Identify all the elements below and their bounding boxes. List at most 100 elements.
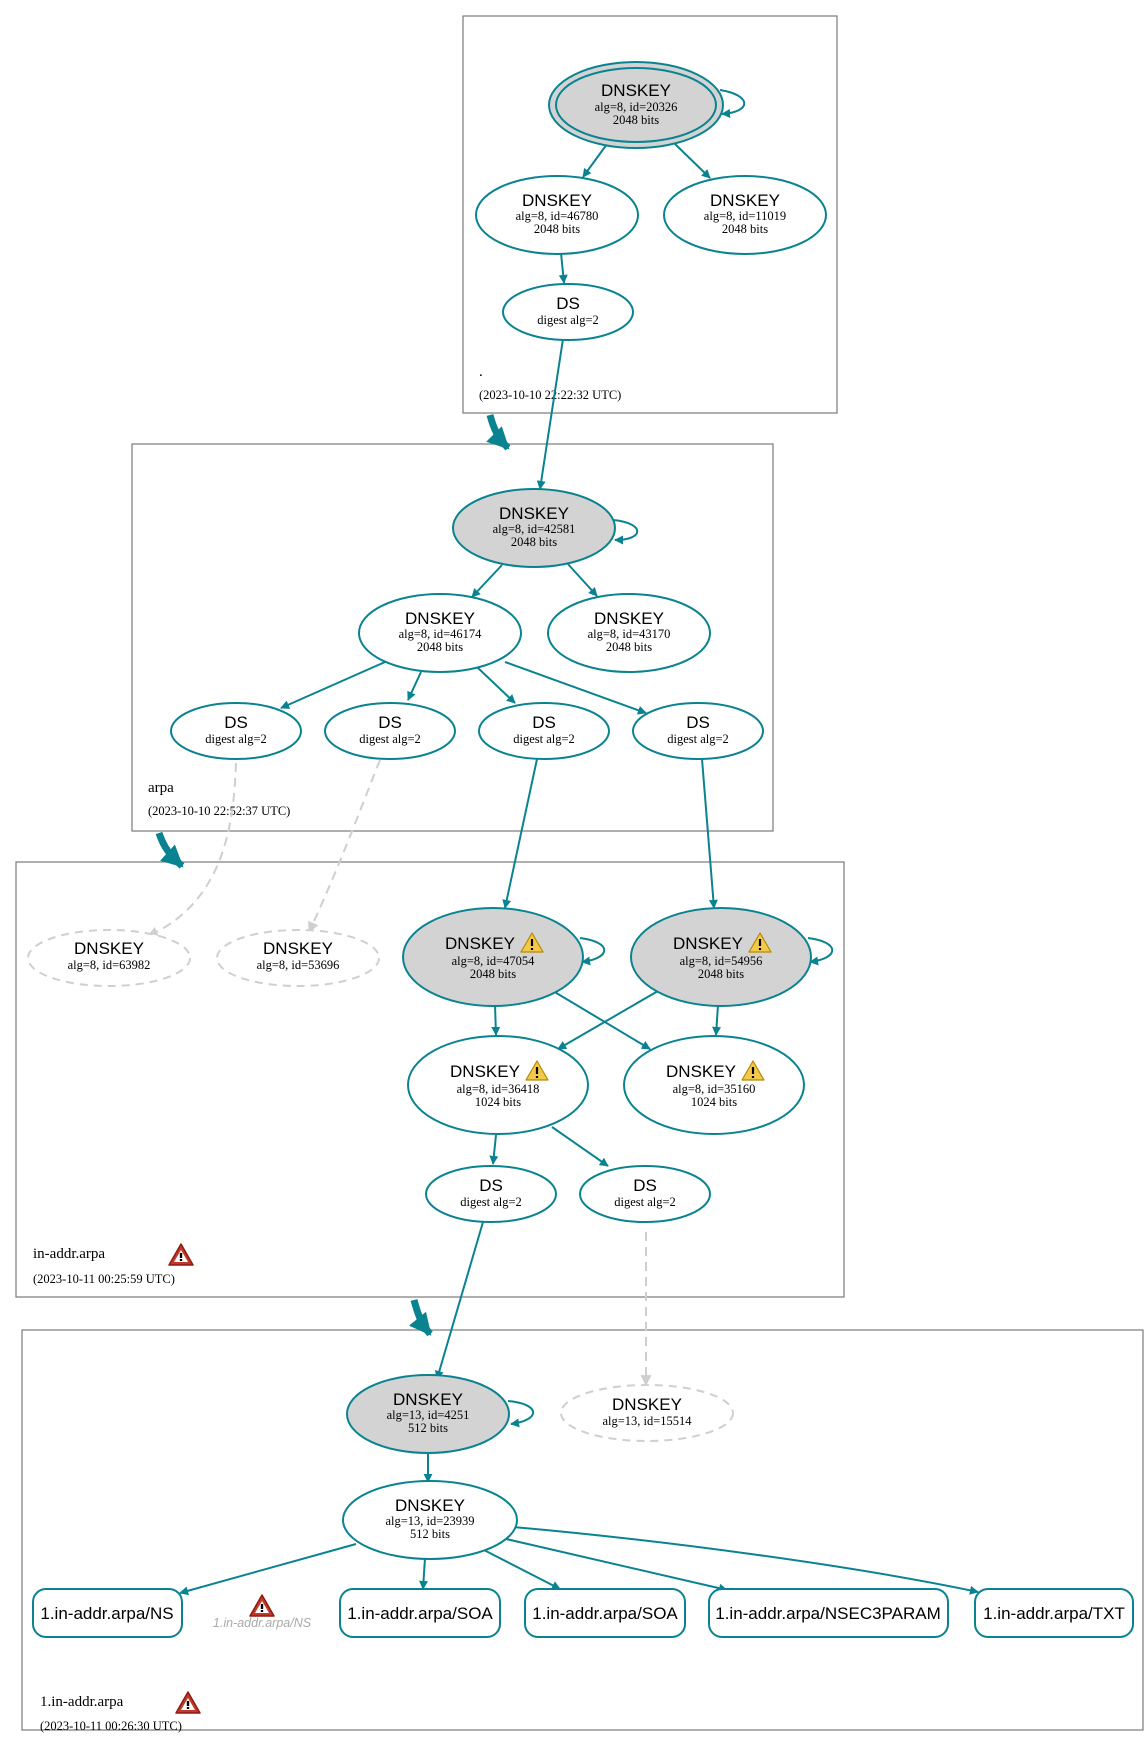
rrset-node[interactable]: 1.in-addr.arpa/SOA (339, 1588, 501, 1638)
node-detail: digest alg=2 (460, 1195, 522, 1209)
delegation-arrow (486, 414, 511, 451)
node-title: DNSKEY (522, 191, 592, 210)
node-size: 2048 bits (698, 967, 744, 981)
ds-node[interactable]: DS digest alg=2 (502, 283, 634, 341)
rrset-node[interactable]: 1.in-addr.arpa/SOA (524, 1588, 686, 1638)
edge (566, 562, 598, 597)
edges (146, 89, 979, 1596)
node-detail: digest alg=2 (537, 313, 599, 327)
warning-icon (741, 1060, 765, 1081)
node-detail: alg=8, id=46780 (516, 209, 599, 223)
node-detail: alg=13, id=23939 (385, 1514, 474, 1528)
dnskey-node[interactable]: DNSKEY alg=8, id=54956 2048 bits (630, 907, 812, 1007)
edge-missing (308, 759, 381, 933)
node-size: 1024 bits (475, 1095, 521, 1109)
dnskey-node[interactable]: DNSKEY alg=8, id=43170 2048 bits (547, 593, 711, 673)
delegation-edges (155, 414, 511, 1337)
node-title: DNSKEY (612, 1395, 682, 1414)
error-icon (249, 1594, 275, 1617)
ds-node[interactable]: DS digest alg=2 (632, 702, 764, 760)
dnskey-node[interactable]: DNSKEY alg=8, id=35160 1024 bits (623, 1035, 805, 1135)
dnskey-node[interactable]: DNSKEY alg=13, id=23939 512 bits (342, 1480, 518, 1560)
ds-node[interactable]: DS digest alg=2 (425, 1165, 557, 1223)
zone-1-in-addr-arpa: 1.in-addr.arpa (2023-10-11 00:26:30 UTC) (21, 1329, 1144, 1733)
node-title: DNSKEY (666, 1062, 736, 1081)
node-size: 2048 bits (613, 113, 659, 127)
warning-icon (748, 932, 772, 953)
zone-name: . (479, 364, 483, 380)
self-signature-edge (807, 937, 834, 966)
node-title: DS (378, 713, 402, 732)
node-detail: digest alg=2 (614, 1195, 676, 1209)
edge (674, 143, 711, 179)
faded-rrset-label: 1.in-addr.arpa/NS (213, 1616, 312, 1630)
node-size: 2048 bits (722, 222, 768, 236)
node-size: 2048 bits (417, 640, 463, 654)
edge (419, 1557, 429, 1590)
node-title: DNSKEY (710, 191, 780, 210)
node-title: DS (556, 294, 580, 313)
edge (407, 671, 422, 701)
ds-node[interactable]: DS digest alg=2 (324, 702, 456, 760)
node-title: DNSKEY (450, 1062, 520, 1081)
ds-node[interactable]: DS digest alg=2 (478, 702, 610, 760)
zone-timestamp: (2023-10-11 00:26:30 UTC) (40, 1719, 182, 1733)
node-detail: alg=8, id=43170 (588, 627, 671, 641)
zone-name: in-addr.arpa (33, 1246, 105, 1262)
dnskey-node[interactable]: DNSKEY alg=8, id=46174 2048 bits (358, 593, 522, 673)
node-size: 2048 bits (606, 640, 652, 654)
dnskey-node[interactable]: DNSKEY alg=8, id=46780 2048 bits (475, 175, 639, 255)
dnskey-node-missing[interactable]: DNSKEY alg=13, id=15514 (560, 1384, 734, 1442)
node-title: DS (532, 713, 556, 732)
node-title: DNSKEY (74, 939, 144, 958)
node-title: DNSKEY (393, 1390, 463, 1409)
edge (512, 1526, 979, 1595)
delegation-arrow (408, 1299, 433, 1337)
ds-node[interactable]: DS digest alg=2 (579, 1165, 711, 1223)
edge (551, 1126, 609, 1167)
node-title: DS (633, 1176, 657, 1195)
rrset-node[interactable]: 1.in-addr.arpa/TXT (974, 1588, 1134, 1638)
edge (536, 338, 564, 490)
node-title: DS (479, 1176, 503, 1195)
dnskey-node[interactable]: DNSKEY alg=13, id=4251 512 bits (346, 1374, 510, 1454)
dnskey-node[interactable]: DNSKEY alg=8, id=11019 2048 bits (663, 175, 827, 255)
rrset-node[interactable]: 1.in-addr.arpa/NSEC3PARAM (708, 1588, 949, 1638)
dnskey-node[interactable]: DNSKEY alg=8, id=20326 2048 bits (548, 61, 724, 149)
edge (179, 1543, 357, 1596)
zone-timestamp: (2023-10-10 22:22:32 UTC) (479, 388, 621, 402)
edge (701, 758, 718, 909)
rrset-label: 1.in-addr.arpa/NS (40, 1604, 173, 1623)
edge (582, 143, 608, 178)
node-detail: digest alg=2 (359, 732, 421, 746)
edge (505, 1538, 728, 1593)
dnskey-node-missing[interactable]: DNSKEY alg=8, id=63982 (27, 929, 191, 987)
dnskey-node-missing[interactable]: DNSKEY alg=8, id=53696 (216, 929, 380, 987)
node-title: DNSKEY (263, 939, 333, 958)
node-detail: alg=8, id=53696 (257, 958, 340, 972)
node-size: 2048 bits (470, 967, 516, 981)
edge (712, 1004, 722, 1036)
error-icon (175, 1691, 201, 1714)
delegation-arrow (155, 831, 185, 869)
rrset-label: 1.in-addr.arpa/NSEC3PARAM (715, 1604, 941, 1623)
node-title: DS (686, 713, 710, 732)
dnskey-node[interactable]: DNSKEY alg=8, id=42581 2048 bits (452, 488, 616, 568)
node-detail: alg=8, id=11019 (704, 209, 786, 223)
error-icon (168, 1243, 194, 1266)
edge (483, 1549, 561, 1590)
node-size: 2048 bits (534, 222, 580, 236)
dnskey-node[interactable]: DNSKEY alg=8, id=47054 2048 bits (402, 907, 584, 1007)
edge (477, 667, 516, 704)
node-title: DNSKEY (395, 1496, 465, 1515)
node-detail: alg=8, id=20326 (595, 100, 678, 114)
ds-node[interactable]: DS digest alg=2 (170, 702, 302, 760)
dnskey-node[interactable]: DNSKEY alg=8, id=36418 1024 bits (407, 1035, 589, 1135)
edge (502, 758, 538, 909)
node-detail: digest alg=2 (667, 732, 729, 746)
zone-name: 1.in-addr.arpa (40, 1694, 124, 1710)
node-detail: alg=8, id=47054 (452, 954, 536, 968)
node-detail: alg=13, id=4251 (387, 1408, 470, 1422)
rrset-node[interactable]: 1.in-addr.arpa/NS (32, 1588, 183, 1638)
